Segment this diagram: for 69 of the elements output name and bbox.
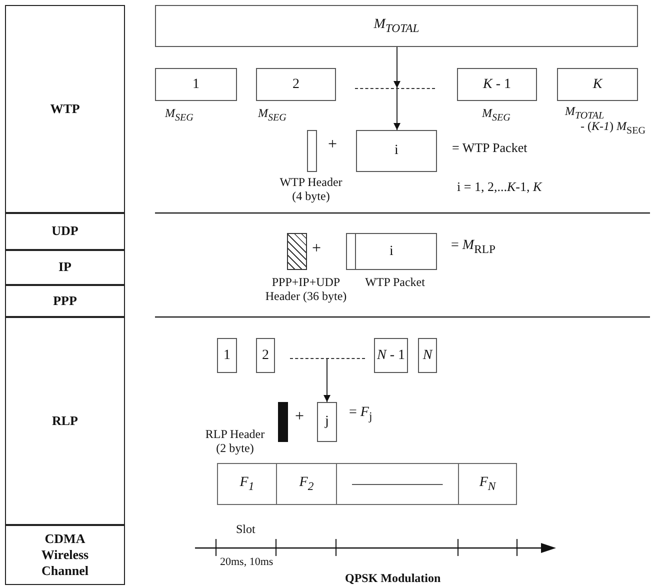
segment-label: N - 1 bbox=[376, 348, 405, 364]
dashed-line bbox=[290, 358, 365, 359]
segment-box bbox=[557, 68, 638, 101]
plus-sign: + bbox=[295, 408, 304, 426]
segment-box bbox=[457, 68, 537, 101]
size-label: M$_{TOTAL}$ bbox=[565, 105, 606, 122]
frame-cell bbox=[336, 463, 459, 505]
layer-name: CDMA Wireless Channel bbox=[40, 530, 90, 580]
segment-label: 2 bbox=[262, 348, 269, 364]
header-box bbox=[307, 130, 317, 172]
header-label: WTP Header (4 byte) bbox=[278, 176, 344, 204]
layer-name: UDP bbox=[52, 223, 78, 240]
layer-name: RLP bbox=[52, 412, 78, 430]
frame-box bbox=[317, 402, 337, 442]
segment-label: 2 bbox=[292, 76, 300, 92]
arrow bbox=[394, 46, 400, 88]
slot-label: Slot bbox=[236, 523, 256, 537]
header-label: PPP+IP+UDP Header (36 byte) bbox=[264, 276, 348, 304]
segment-box bbox=[356, 130, 437, 172]
segment-label: i bbox=[390, 244, 394, 260]
size-label: M$_{SEG}$ bbox=[482, 107, 512, 124]
layer-box bbox=[5, 213, 125, 250]
plus-sign: + bbox=[312, 240, 322, 258]
segment-label: K bbox=[592, 76, 602, 92]
header-label: RLP Header (2 byte) bbox=[204, 428, 266, 456]
segment-label: F$_{N}$ bbox=[479, 475, 496, 493]
size-label: - (K-1) M$_{SEG}$ bbox=[580, 120, 646, 137]
segment-label: N bbox=[422, 348, 432, 364]
segment-label: i bbox=[394, 143, 398, 159]
frame-box bbox=[217, 338, 237, 373]
segment-label: j bbox=[325, 414, 329, 430]
segment-label: K - 1 bbox=[482, 76, 511, 92]
modulation-label: QPSK Modulation bbox=[345, 572, 441, 586]
packet-box bbox=[346, 233, 437, 270]
equation-text: = F$_{j}$ bbox=[349, 405, 372, 424]
segment-label: 1 bbox=[192, 76, 200, 92]
layer-box bbox=[5, 250, 125, 285]
message-box bbox=[155, 5, 638, 47]
layer-name: IP bbox=[58, 259, 72, 276]
layer-box bbox=[5, 317, 125, 525]
equation-text: = WTP Packet bbox=[452, 141, 528, 156]
layer-box bbox=[5, 5, 125, 213]
segment-box bbox=[256, 68, 336, 101]
slot-duration: 20ms, 10ms bbox=[220, 556, 274, 569]
segment-label: M$_{TOTAL}$ bbox=[374, 17, 420, 35]
header-bar bbox=[278, 402, 288, 442]
header-box bbox=[287, 233, 307, 270]
frame-cell bbox=[458, 463, 517, 505]
segment-label: F$_{2}$ bbox=[299, 475, 314, 493]
segment-label: 1 bbox=[224, 348, 230, 364]
frame-box bbox=[256, 338, 275, 373]
layer-name: WTP bbox=[50, 100, 80, 118]
dashed-line bbox=[355, 88, 435, 89]
frame-box bbox=[418, 338, 437, 373]
equation-text: = M$_{RLP}$ bbox=[451, 238, 496, 256]
plus-sign: + bbox=[328, 136, 338, 154]
layer-box bbox=[5, 285, 125, 317]
index-range: i = 1, 2,...K-1, K bbox=[457, 180, 542, 195]
layer-name: PPP bbox=[53, 292, 77, 310]
size-label: M$_{SEG}$ bbox=[165, 107, 194, 124]
frame-box bbox=[374, 338, 408, 373]
arrow bbox=[324, 358, 330, 402]
frame-cell bbox=[217, 463, 277, 505]
size-label: M$_{SEG}$ bbox=[258, 107, 288, 124]
arrow bbox=[394, 88, 400, 130]
layer-box bbox=[5, 525, 125, 585]
segment-label: F$_{1}$ bbox=[240, 475, 254, 493]
packet-label: WTP Packet bbox=[364, 276, 426, 290]
segment-box bbox=[155, 68, 237, 101]
